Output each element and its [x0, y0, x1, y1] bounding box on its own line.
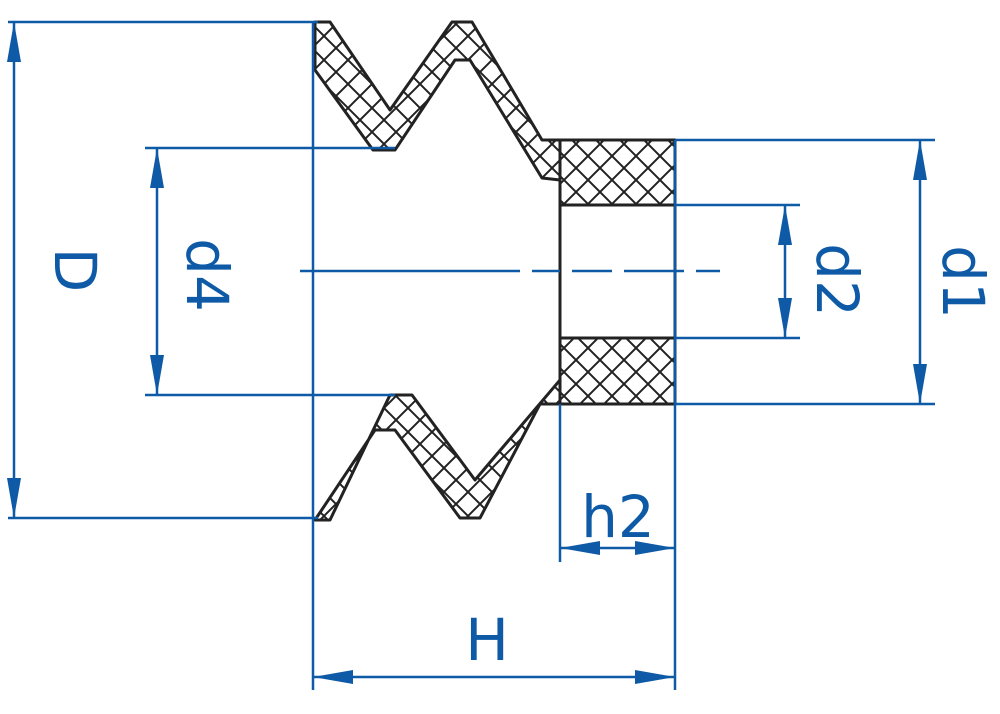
upper-bellows-wall [313, 20, 562, 182]
label-d1: d1 [929, 245, 997, 319]
lower-collar-section [558, 336, 677, 406]
arrowheads [7, 22, 927, 684]
dimension-lines [8, 20, 935, 690]
label-h2: h2 [581, 483, 655, 551]
bellows-part [313, 20, 677, 522]
upper-collar-section [558, 138, 677, 207]
lower-bellows-wall [313, 378, 562, 522]
label-d4: d4 [173, 238, 241, 312]
label-D: D [41, 248, 109, 293]
label-d2: d2 [803, 243, 871, 317]
label-H: H [465, 606, 509, 674]
